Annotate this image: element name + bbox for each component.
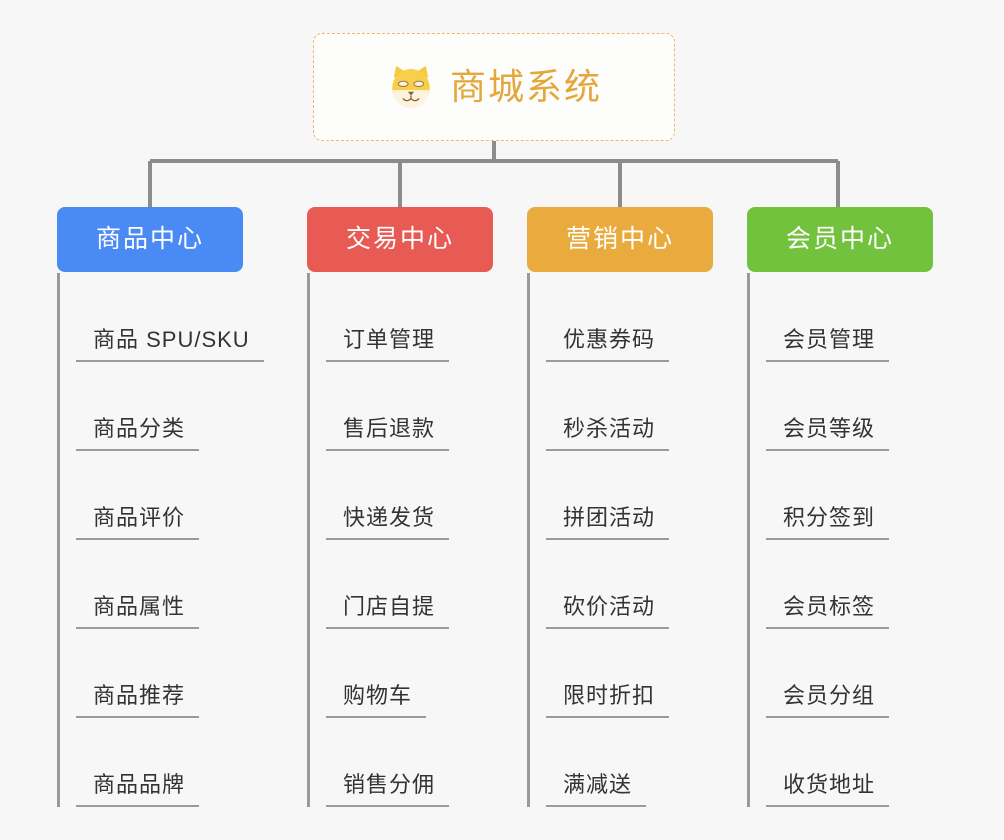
category-header-label: 交易中心 <box>345 225 454 253</box>
category-header-1[interactable]: 交易中心 <box>307 207 493 272</box>
category-column-3: 会员中心 会员管理 会员等级 积分签到 会员标签 会员分组 收货地址 <box>747 207 933 807</box>
list-item[interactable]: 商品推荐 <box>60 629 243 718</box>
list-item[interactable]: 商品评价 <box>60 451 243 540</box>
list-item[interactable]: 会员等级 <box>750 362 933 451</box>
list-item[interactable]: 快递发货 <box>310 451 493 540</box>
list-item[interactable]: 满减送 <box>530 718 713 807</box>
list-item-label: 砍价活动 <box>546 594 670 629</box>
list-item-label: 门店自提 <box>326 594 450 629</box>
category-items-0: 商品 SPU/SKU 商品分类 商品评价 商品属性 商品推荐 商品品牌 <box>57 273 264 807</box>
list-item[interactable]: 积分签到 <box>750 451 933 540</box>
list-item-label: 满减送 <box>546 772 647 807</box>
list-item-label: 商品评价 <box>76 505 200 540</box>
list-item[interactable]: 售后退款 <box>310 362 493 451</box>
list-item[interactable]: 限时折扣 <box>530 629 713 718</box>
list-item-label: 会员标签 <box>766 594 890 629</box>
list-item-label: 购物车 <box>326 683 427 718</box>
list-item-label: 商品推荐 <box>76 683 200 718</box>
list-item-label: 拼团活动 <box>546 505 670 540</box>
root-node[interactable]: 商城系统 <box>313 33 675 141</box>
category-header-0[interactable]: 商品中心 <box>57 207 243 272</box>
category-header-label: 会员中心 <box>785 225 894 253</box>
list-item[interactable]: 商品 SPU/SKU <box>60 273 264 362</box>
list-item[interactable]: 商品分类 <box>60 362 243 451</box>
category-items-1: 订单管理 售后退款 快递发货 门店自提 购物车 销售分佣 <box>307 273 493 807</box>
list-item-label: 会员分组 <box>766 683 890 718</box>
list-item-label: 商品属性 <box>76 594 200 629</box>
category-column-0: 商品中心 商品 SPU/SKU 商品分类 商品评价 商品属性 商品推荐 商品品牌 <box>57 207 264 807</box>
list-item[interactable]: 购物车 <box>310 629 493 718</box>
list-item[interactable]: 会员管理 <box>750 273 933 362</box>
list-item[interactable]: 门店自提 <box>310 540 493 629</box>
category-header-3[interactable]: 会员中心 <box>747 207 933 272</box>
list-item-label: 优惠券码 <box>546 327 670 362</box>
category-items-2: 优惠券码 秒杀活动 拼团活动 砍价活动 限时折扣 满减送 <box>527 273 713 807</box>
shiba-dog-face-icon <box>392 65 430 109</box>
list-item-label: 商品品牌 <box>76 772 200 807</box>
list-item-label: 快递发货 <box>326 505 450 540</box>
category-header-label: 营销中心 <box>565 225 674 253</box>
category-items-3: 会员管理 会员等级 积分签到 会员标签 会员分组 收货地址 <box>747 273 933 807</box>
list-item-label: 限时折扣 <box>546 683 670 718</box>
list-item[interactable]: 砍价活动 <box>530 540 713 629</box>
list-item-label: 秒杀活动 <box>546 416 670 451</box>
list-item[interactable]: 商品属性 <box>60 540 243 629</box>
list-item-label: 会员等级 <box>766 416 890 451</box>
list-item[interactable]: 优惠券码 <box>530 273 713 362</box>
category-column-2: 营销中心 优惠券码 秒杀活动 拼团活动 砍价活动 限时折扣 满减送 <box>527 207 713 807</box>
list-item-label: 商品 SPU/SKU <box>76 327 264 362</box>
list-item-label: 收货地址 <box>766 772 890 807</box>
list-item[interactable]: 秒杀活动 <box>530 362 713 451</box>
list-item[interactable]: 订单管理 <box>310 273 493 362</box>
list-item[interactable]: 销售分佣 <box>310 718 493 807</box>
list-item[interactable]: 会员标签 <box>750 540 933 629</box>
list-item[interactable]: 会员分组 <box>750 629 933 718</box>
list-item-label: 积分签到 <box>766 505 890 540</box>
list-item-label: 售后退款 <box>326 416 450 451</box>
list-item-label: 销售分佣 <box>326 772 450 807</box>
list-item[interactable]: 商品品牌 <box>60 718 243 807</box>
list-item-label: 商品分类 <box>76 416 200 451</box>
list-item[interactable]: 拼团活动 <box>530 451 713 540</box>
list-item[interactable]: 收货地址 <box>750 718 933 807</box>
list-item-label: 会员管理 <box>766 327 890 362</box>
list-item-label: 订单管理 <box>326 327 450 362</box>
category-header-2[interactable]: 营销中心 <box>527 207 713 272</box>
category-column-1: 交易中心 订单管理 售后退款 快递发货 门店自提 购物车 销售分佣 <box>307 207 493 807</box>
category-header-label: 商品中心 <box>95 225 204 253</box>
root-title: 商城系统 <box>449 66 602 107</box>
